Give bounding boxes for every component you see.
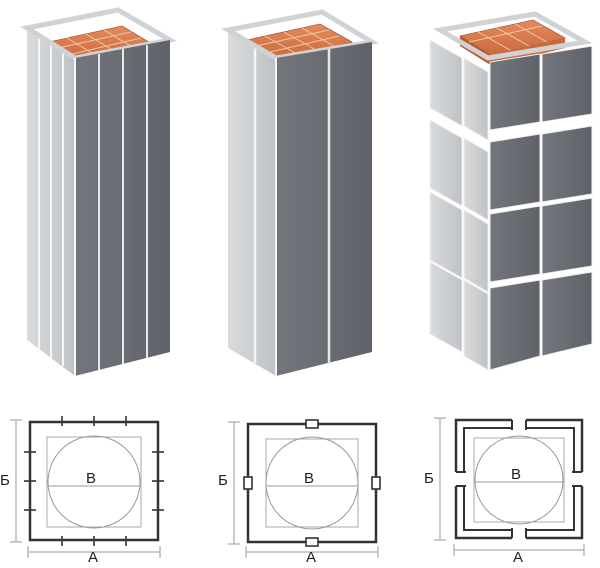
- dimension-b-label: Б: [424, 470, 434, 487]
- cross-section-2: А Б В: [218, 419, 381, 566]
- block-row-3: [429, 191, 593, 293]
- block-row-1: [429, 39, 593, 141]
- cross-section-1: А Б В: [0, 416, 164, 566]
- vertical-strip-cladding-icon: [20, 7, 178, 376]
- dimension-v-label: В: [86, 470, 96, 487]
- dimension-v-label: В: [304, 470, 314, 487]
- dimension-b-label: Б: [218, 472, 228, 489]
- block-panel-cladding-icon: [429, 11, 593, 371]
- block-row-4: [429, 261, 593, 371]
- block-row-2: [429, 119, 593, 221]
- dimension-b-label: Б: [0, 472, 10, 489]
- dimension-a-label: А: [88, 549, 98, 566]
- dimension-a-label: А: [513, 549, 523, 566]
- corner-panel-cladding-icon: [220, 9, 380, 376]
- cross-section-3: А Б В: [424, 416, 586, 566]
- dimension-v-label: В: [511, 466, 521, 483]
- dimension-a-label: А: [306, 549, 316, 566]
